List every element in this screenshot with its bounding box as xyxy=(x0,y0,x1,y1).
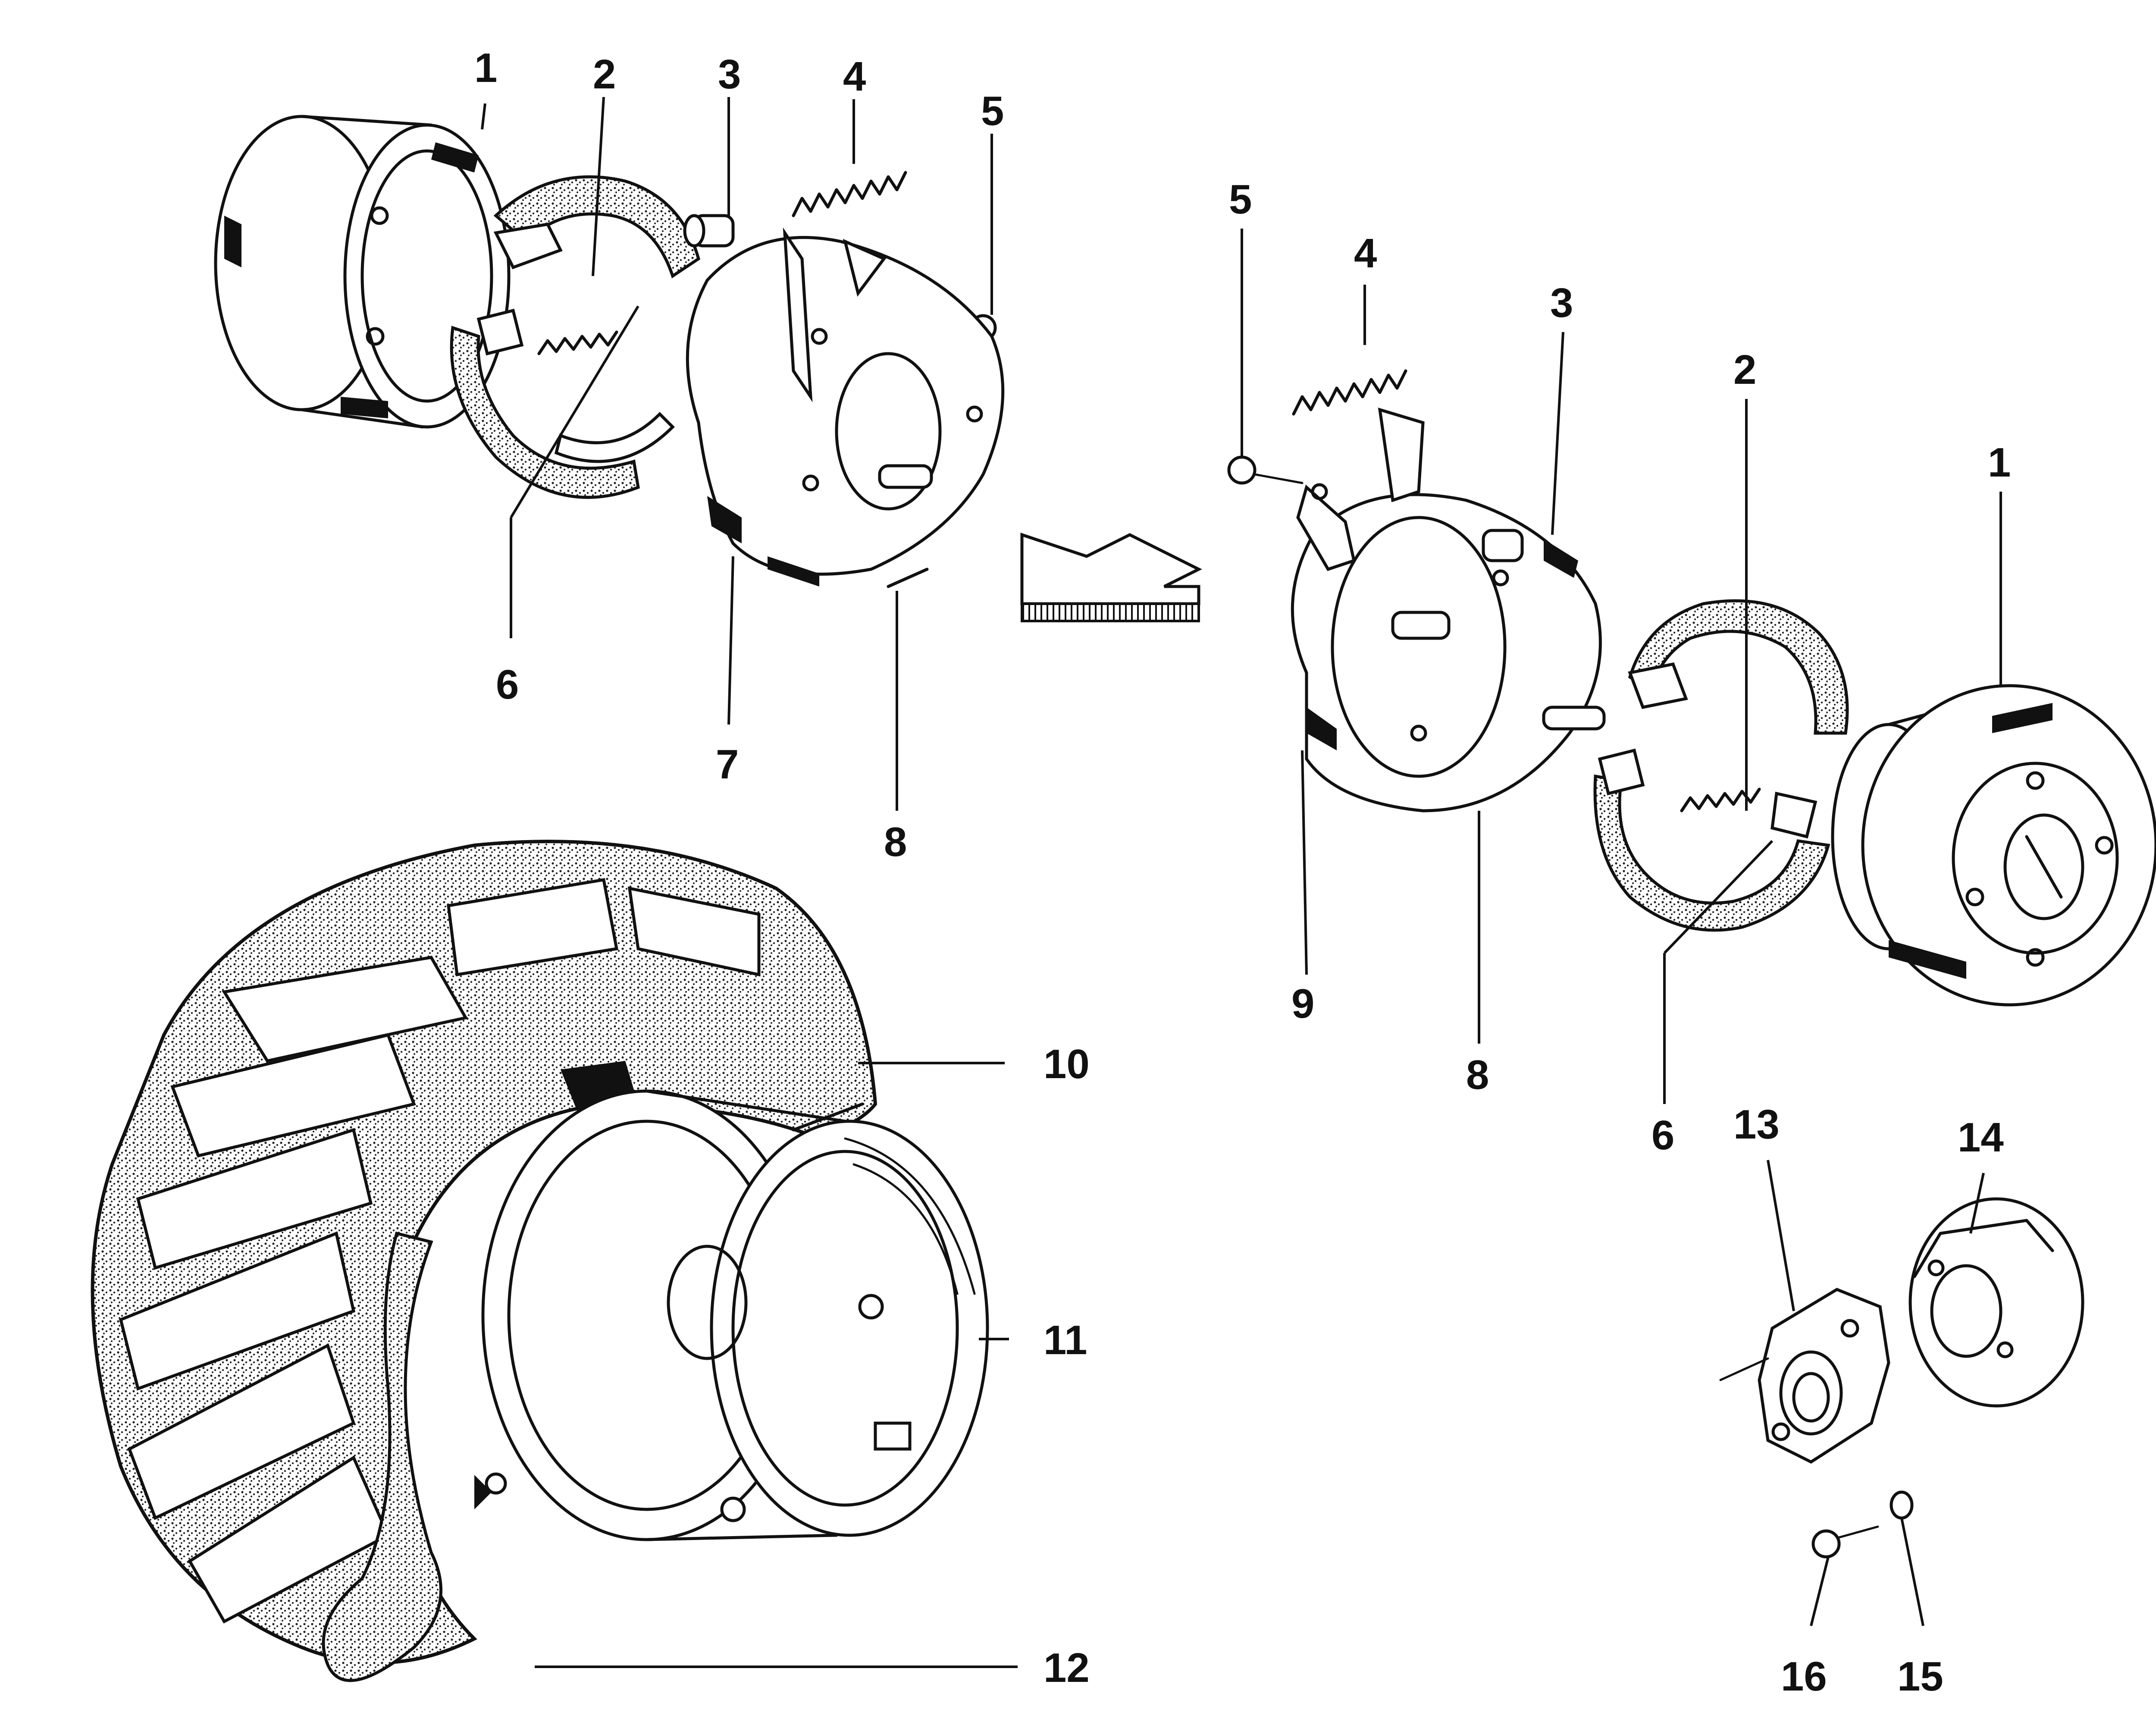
callout-label: 8 xyxy=(884,819,907,865)
callout-label: 4 xyxy=(1354,230,1377,276)
washer-icon xyxy=(1890,1490,1914,1520)
callout-label: 2 xyxy=(1733,347,1756,393)
backing-plate-icon xyxy=(1291,408,1606,812)
inner-tube-icon xyxy=(322,1231,507,1682)
tyre-icon xyxy=(91,840,877,1665)
brake-shoe-icon xyxy=(450,175,701,499)
wheel-assembly: 10 11 12 xyxy=(91,840,1090,1691)
callout-label: 16 xyxy=(1781,1653,1827,1700)
callout-label: 14 xyxy=(1958,1114,2004,1161)
callout-label: 15 xyxy=(1897,1653,1943,1700)
callout-label: 9 xyxy=(1291,981,1314,1027)
callout-label: 6 xyxy=(496,662,519,708)
spring-icon xyxy=(1292,369,1407,416)
backing-plate-icon xyxy=(686,227,1005,588)
leader-lines-hub xyxy=(1767,1160,1985,1626)
right-brake-assembly: 5 4 3 2 1 9 8 6 xyxy=(1227,176,2156,1158)
callout-label: 13 xyxy=(1733,1101,1780,1148)
brake-drum-icon xyxy=(1831,684,2156,1007)
callout-label: 4 xyxy=(843,53,866,100)
callout-label: 5 xyxy=(981,88,1004,134)
callout-label: 2 xyxy=(593,51,616,97)
bolt-icon xyxy=(1482,529,1524,562)
leader-lines-wheel xyxy=(535,1062,1018,1668)
callout-label: 1 xyxy=(474,45,497,91)
rim-icon xyxy=(481,1089,989,1541)
left-brake-assembly: 1 2 3 4 5 6 7 8 xyxy=(214,45,1005,865)
callout-label: 6 xyxy=(1651,1112,1674,1158)
callout-label: 11 xyxy=(1044,1317,1087,1363)
callout-label: 1 xyxy=(1988,439,2011,486)
callout-label: 8 xyxy=(1466,1052,1489,1098)
flange-plate-icon xyxy=(1908,1197,2084,1408)
spring-icon xyxy=(792,171,907,217)
callout-label: 5 xyxy=(1229,176,1252,223)
spring-icon xyxy=(537,330,618,355)
bolt-icon xyxy=(1811,1525,1879,1559)
callout-label: 3 xyxy=(1550,280,1573,326)
brake-shoe-icon xyxy=(1593,599,1849,932)
callout-label: 7 xyxy=(716,741,739,787)
mirror-arrow-icon xyxy=(1020,533,1202,622)
bolt-icon xyxy=(1227,455,1304,485)
leader-lines-left xyxy=(481,97,993,811)
hub-parts: 13 14 16 15 xyxy=(1719,1101,2084,1700)
bolt-icon xyxy=(683,214,735,248)
hub-icon xyxy=(1719,1288,1890,1464)
callout-label: 12 xyxy=(1044,1645,1090,1691)
leader-lines-right xyxy=(1241,229,2002,1104)
callout-label: 10 xyxy=(1044,1041,1090,1087)
callout-label: 3 xyxy=(718,51,741,97)
